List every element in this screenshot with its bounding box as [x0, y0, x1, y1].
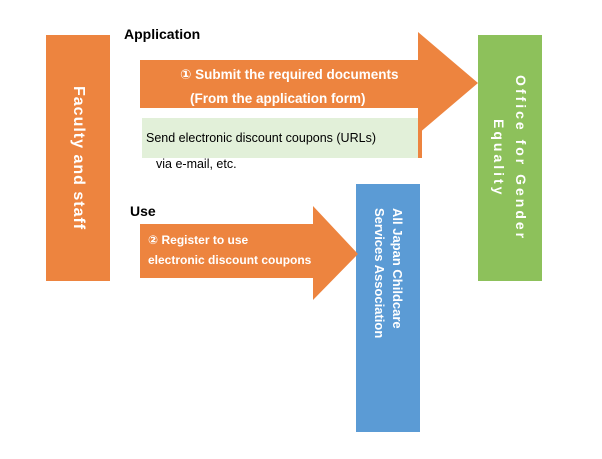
return-text-line1: Send electronic discount coupons (URLs): [146, 131, 376, 145]
use-arrow-line1: ② Register to use: [148, 233, 249, 247]
office-label: Office for Gender Equality: [491, 74, 529, 242]
use-arrow-line2: electronic discount coupons: [148, 253, 312, 267]
association-label-line2: Services Association: [372, 208, 387, 339]
use-heading: Use: [130, 203, 156, 219]
use-arrow: [140, 206, 358, 300]
office-box: [478, 35, 542, 281]
faculty-box: [46, 35, 110, 281]
application-arrow-line2: (From the application form): [190, 91, 366, 106]
association-label-line1: All Japan Childcare: [390, 208, 405, 329]
faculty-label: Faculty and staff: [70, 85, 87, 231]
association-box: [356, 184, 420, 432]
application-arrow-line1: ① Submit the required documents: [180, 67, 399, 82]
application-arrow: [140, 32, 478, 134]
return-text-line2: via e-mail, etc.: [156, 157, 237, 171]
application-heading: Application: [124, 26, 201, 42]
return-band: [142, 118, 422, 158]
association-label: All Japan Childcare Services Association: [356, 184, 420, 432]
return-band-edge: [418, 118, 422, 158]
